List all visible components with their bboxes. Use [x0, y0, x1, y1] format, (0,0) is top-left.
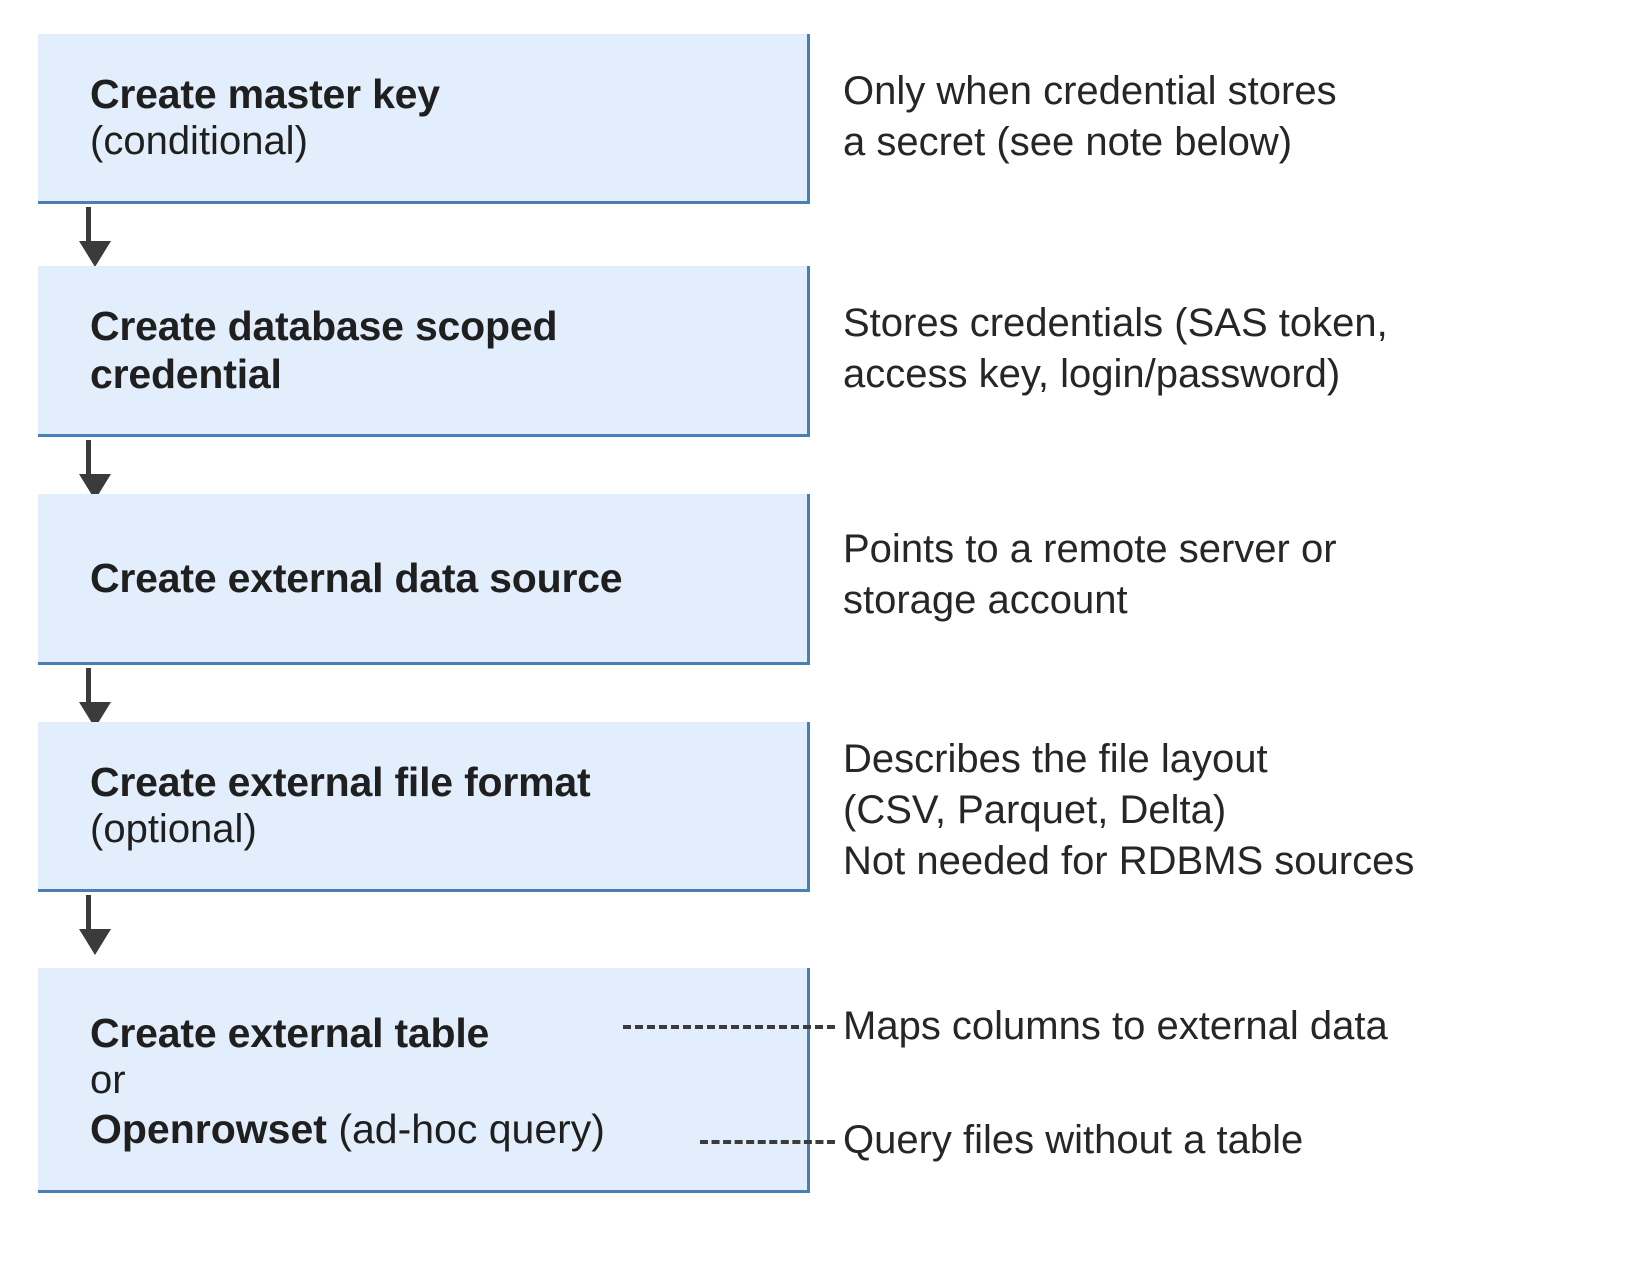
final-note-openrowset: Query files without a table — [843, 1118, 1304, 1162]
step-node-content: Create master key (conditional) — [38, 70, 807, 166]
option-separator-label: or — [90, 1058, 126, 1103]
step-node-content: Create database scoped credential — [38, 302, 807, 399]
step-note-create-database-scoped-credential: Stores credentials (SAS token, access ke… — [843, 301, 1388, 397]
step-node-create-external-data-source[interactable]: Create external data source — [38, 494, 810, 665]
step-subtitle: (conditional) — [90, 119, 308, 164]
option-b-title: Openrowset — [90, 1105, 327, 1152]
flow-arrow-1 — [79, 207, 111, 267]
step-title: Create database scoped credential — [90, 302, 558, 397]
step-node-content: Create external file format (optional) — [38, 758, 807, 854]
option-a-title: Create external table — [90, 1010, 490, 1057]
option-b-suffix: (ad-hoc query) — [326, 1105, 605, 1152]
step-node-create-external-file-format[interactable]: Create external file format (optional) — [38, 722, 810, 892]
step-subtitle: (optional) — [90, 807, 257, 852]
step-title: Create external data source — [90, 554, 623, 601]
step-title: Create external file format — [90, 758, 591, 805]
option-b-line: Openrowset (ad-hoc query) — [90, 1105, 793, 1153]
step-note-create-master-key: Only when credential stores a secret (se… — [843, 69, 1337, 165]
step-node-create-external-table-or-openrowset[interactable]: Create external table or Openrowset (ad-… — [38, 968, 810, 1193]
final-note-external-table: Maps columns to external data — [843, 1004, 1388, 1048]
step-title: Create master key — [90, 70, 440, 117]
step-note-create-external-data-source: Points to a remote server or storage acc… — [843, 527, 1337, 623]
dashed-connector-external-table — [623, 1025, 835, 1029]
flow-arrow-2 — [79, 440, 111, 500]
flow-arrow-3 — [79, 668, 111, 728]
step-node-content: Create external table or Openrowset (ad-… — [38, 1005, 807, 1153]
step-node-create-database-scoped-credential[interactable]: Create database scoped credential — [38, 266, 810, 437]
step-node-content: Create external data source — [38, 554, 807, 602]
dashed-connector-openrowset — [700, 1140, 835, 1144]
step-note-create-external-file-format: Describes the file layout (CSV, Parquet,… — [843, 737, 1415, 884]
step-node-create-master-key[interactable]: Create master key (conditional) — [38, 34, 810, 204]
flow-arrow-4 — [79, 895, 111, 955]
